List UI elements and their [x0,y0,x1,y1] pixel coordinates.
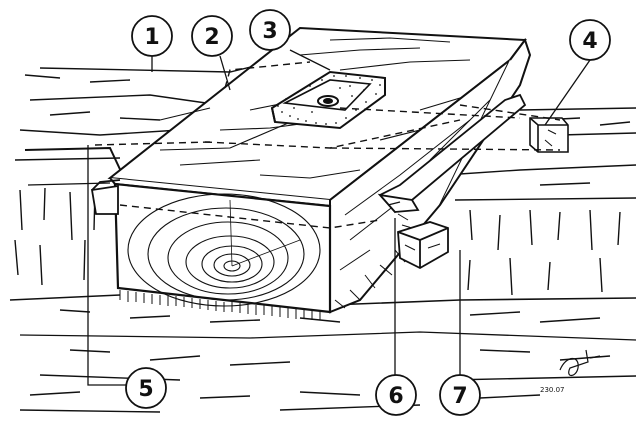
callout-2-label: 2 [204,25,219,50]
beam-shadow-hatch [119,249,406,320]
callout-5-label: 5 [138,377,153,402]
drawing-number: 230.07 [540,386,565,394]
callout-4-label: 4 [582,29,597,54]
bar-6 [377,93,527,229]
callout-1-label: 1 [144,25,159,50]
callout-2: 2 [191,15,233,57]
callout-7-label: 7 [452,384,467,409]
block-4 [529,117,569,153]
callout-3-label: 3 [262,19,277,44]
callout-5: 5 [125,367,167,409]
callout-7: 7 [439,374,481,416]
beam-end-grain [113,182,332,314]
block-7 [397,221,449,270]
leader-lines [87,49,591,386]
callout-6-label: 6 [388,384,403,409]
socket-3 [270,70,386,130]
hidden-lines [94,61,561,229]
callout-1: 1 [131,15,173,57]
callout-3: 3 [249,9,291,51]
callout-6: 6 [375,374,417,416]
callout-4: 4 [569,19,611,61]
signature-mark [559,349,601,377]
cross-piece [90,179,121,215]
